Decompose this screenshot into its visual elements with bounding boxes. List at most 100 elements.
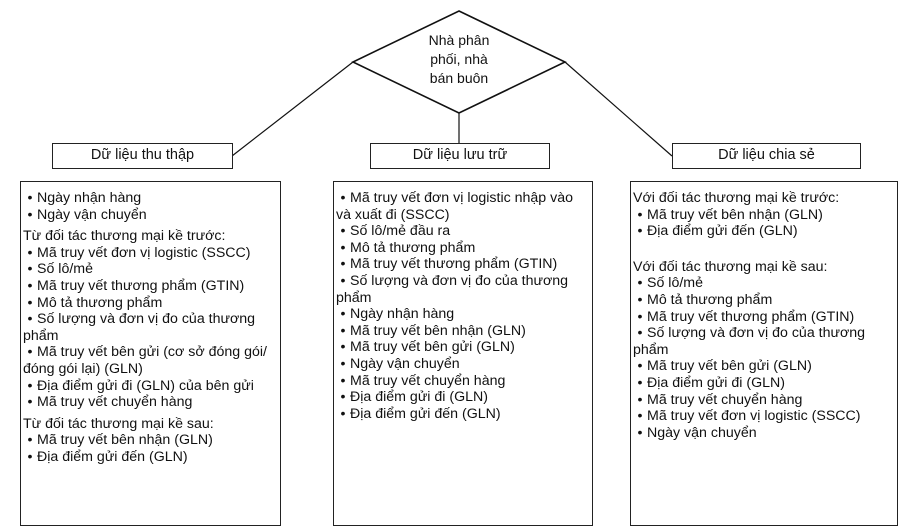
- list-item-text: Mô tả thương phẩm: [37, 294, 163, 311]
- list-item-text: Mã truy vết bên nhận (GLN): [37, 432, 213, 449]
- bullet-icon: •: [340, 372, 346, 389]
- list-item-text: Mô tả thương phẩm: [647, 291, 773, 308]
- list-item-text: Số lượng và đơn vị đo của thương phẩm: [336, 272, 569, 306]
- bullet-icon: •: [27, 311, 33, 328]
- content-stored-data: •Mã truy vết đơn vị logistic nhập vào và…: [333, 181, 593, 526]
- list-item-text: Ngày nhận hàng: [350, 306, 455, 323]
- list-item-text: Ngày nhận hàng: [37, 190, 142, 206]
- list-item-text: Mã truy vết bên gửi (GLN): [350, 339, 515, 356]
- list-item: •Mã truy vết bên nhận (GLN): [23, 432, 276, 449]
- bullet-icon: •: [27, 344, 33, 361]
- list-item-text: Mã truy vết đơn vị logistic (SSCC): [647, 408, 861, 425]
- bullet-icon: •: [340, 355, 346, 372]
- section-heading: Từ đối tác thương mại kề trước:: [23, 228, 226, 245]
- list-item: •Mã truy vết đơn vị logistic (SSCC): [23, 245, 276, 262]
- list-item-text: Mã truy vết chuyển hàng: [37, 394, 193, 411]
- list-item: •Địa điểm gửi đến (GLN): [23, 449, 276, 466]
- list-item: •Ngày vận chuyển: [633, 425, 893, 442]
- list-item-text: Ngày vận chuyển: [37, 206, 147, 223]
- list-item: •Mã truy vết bên gửi (cơ sở đóng gói/đón…: [23, 344, 276, 377]
- bullet-icon: •: [27, 277, 33, 294]
- list-item: •Mã truy vết thương phẩm (GTIN): [23, 278, 276, 295]
- list-item-text: Mã truy vết chuyển hàng: [647, 391, 803, 408]
- list-item-text: Địa điểm gửi đi (GLN) của bên gửi: [37, 377, 254, 394]
- list-item-text: Số lượng và đơn vị đo của thương phẩm: [23, 311, 256, 344]
- list-item-text: Mã truy vết thương phẩm (GTIN): [350, 256, 558, 273]
- list-item-text: Mã truy vết chuyển hàng: [350, 372, 506, 389]
- list-item: •Địa điểm gửi đi (GLN): [336, 389, 588, 406]
- list-item: •Địa điểm gửi đến (GLN): [336, 406, 588, 423]
- bullet-icon: •: [340, 272, 346, 289]
- label-stored-data: Dữ liệu lưu trữ: [370, 143, 550, 169]
- bullet-icon: •: [637, 374, 643, 391]
- list-item-text: Số lượng và đơn vị đo của thương phẩm: [633, 325, 866, 358]
- bullet-icon: •: [637, 325, 643, 342]
- list-item: •Ngày nhận hàng: [23, 190, 276, 207]
- list-item: •Mô tả thương phẩm: [23, 295, 276, 312]
- bullet-icon: •: [27, 294, 33, 311]
- bullet-icon: •: [27, 261, 33, 278]
- bullet-icon: •: [340, 389, 346, 406]
- list-item: •Ngày vận chuyển: [336, 356, 588, 373]
- list-item: •Mã truy vết bên gửi (GLN): [633, 358, 893, 375]
- list-item-text: Mã truy vết thương phẩm (GTIN): [647, 308, 855, 325]
- bullet-icon: •: [340, 223, 346, 240]
- connector-right: [564, 61, 673, 157]
- list-item-text: Mã truy vết đơn vị logistic nhập vào và …: [336, 190, 574, 223]
- bullet-icon: •: [27, 432, 33, 449]
- list-item: •Địa điểm gửi đi (GLN): [633, 375, 893, 392]
- center-node-line: Nhà phân: [428, 32, 490, 48]
- list-item-text: Ngày vận chuyển: [350, 355, 460, 372]
- list-item-text: Địa điểm gửi đến (GLN): [37, 448, 188, 465]
- bullet-icon: •: [637, 424, 643, 441]
- list-item-text: Địa điểm gửi đi (GLN): [350, 389, 489, 406]
- bullet-icon: •: [340, 339, 346, 356]
- bullet-icon: •: [27, 206, 33, 223]
- list-item: •Số lượng và đơn vị đo của thương phẩm: [23, 311, 276, 344]
- bullet-icon: •: [340, 322, 346, 339]
- list-item-text: Số lô/mẻ: [647, 275, 703, 292]
- list-item-text: Số lô/mẻ đầu ra: [350, 223, 451, 240]
- list-item-text: Mã truy vết thương phẩm (GTIN): [37, 277, 245, 294]
- bullet-icon: •: [340, 256, 346, 273]
- list-item: •Mã truy vết thương phẩm (GTIN): [633, 309, 893, 326]
- list-item-text: Địa điểm gửi đến (GLN): [647, 223, 798, 240]
- section-heading: Với đối tác thương mại kề trước:: [633, 190, 840, 206]
- bullet-icon: •: [27, 394, 33, 411]
- section-spacer: [633, 240, 893, 254]
- bullet-icon: •: [637, 308, 643, 325]
- section-heading: Với đối tác thương mại kề sau:: [633, 258, 828, 275]
- list-item-text: Mã truy vết bên nhận (GLN): [350, 322, 526, 339]
- list-item: •Số lượng và đơn vị đo của thương phẩm: [336, 273, 588, 306]
- list-item-text: Mã truy vết bên nhận (GLN): [647, 206, 823, 223]
- list-item: •Địa điểm gửi đi (GLN) của bên gửi: [23, 378, 276, 395]
- bullet-icon: •: [637, 391, 643, 408]
- bullet-icon: •: [27, 377, 33, 394]
- list-item: •Mã truy vết đơn vị logistic nhập vào và…: [336, 190, 588, 223]
- label-shared-data: Dữ liệu chia sẻ: [672, 143, 861, 169]
- bullet-icon: •: [637, 223, 643, 240]
- list-item: •Số lượng và đơn vị đo của thương phẩm: [633, 325, 893, 358]
- list-item: •Địa điểm gửi đến (GLN): [633, 223, 893, 240]
- center-node-line: phối, nhà: [430, 51, 488, 67]
- list-item: •Mã truy vết bên gửi (GLN): [336, 339, 588, 356]
- bullet-icon: •: [340, 190, 346, 206]
- list-item: •Ngày nhận hàng: [336, 306, 588, 323]
- list-item: •Ngày vận chuyển: [23, 207, 276, 224]
- bullet-icon: •: [27, 448, 33, 465]
- list-item: •Mô tả thương phẩm: [633, 292, 893, 309]
- section-heading: Từ đối tác thương mại kề sau:: [23, 415, 214, 432]
- list-item-text: Mã truy vết bên gửi (GLN): [647, 358, 812, 375]
- list-item: •Mã truy vết chuyển hàng: [633, 392, 893, 409]
- bullet-icon: •: [340, 239, 346, 256]
- bullet-icon: •: [637, 275, 643, 292]
- list-item-text: Ngày vận chuyển: [647, 424, 757, 441]
- content-shared-data: Với đối tác thương mại kề trước:•Mã truy…: [630, 181, 898, 526]
- bullet-icon: •: [637, 206, 643, 223]
- list-item-text: Địa điểm gửi đến (GLN): [350, 405, 501, 422]
- list-item-text: Số lô/mẻ: [37, 261, 93, 278]
- list-item-text: Địa điểm gửi đi (GLN): [647, 374, 786, 391]
- list-item-text: Mã truy vết bên gửi (cơ sở đóng gói/đóng…: [23, 344, 267, 377]
- bullet-icon: •: [637, 291, 643, 308]
